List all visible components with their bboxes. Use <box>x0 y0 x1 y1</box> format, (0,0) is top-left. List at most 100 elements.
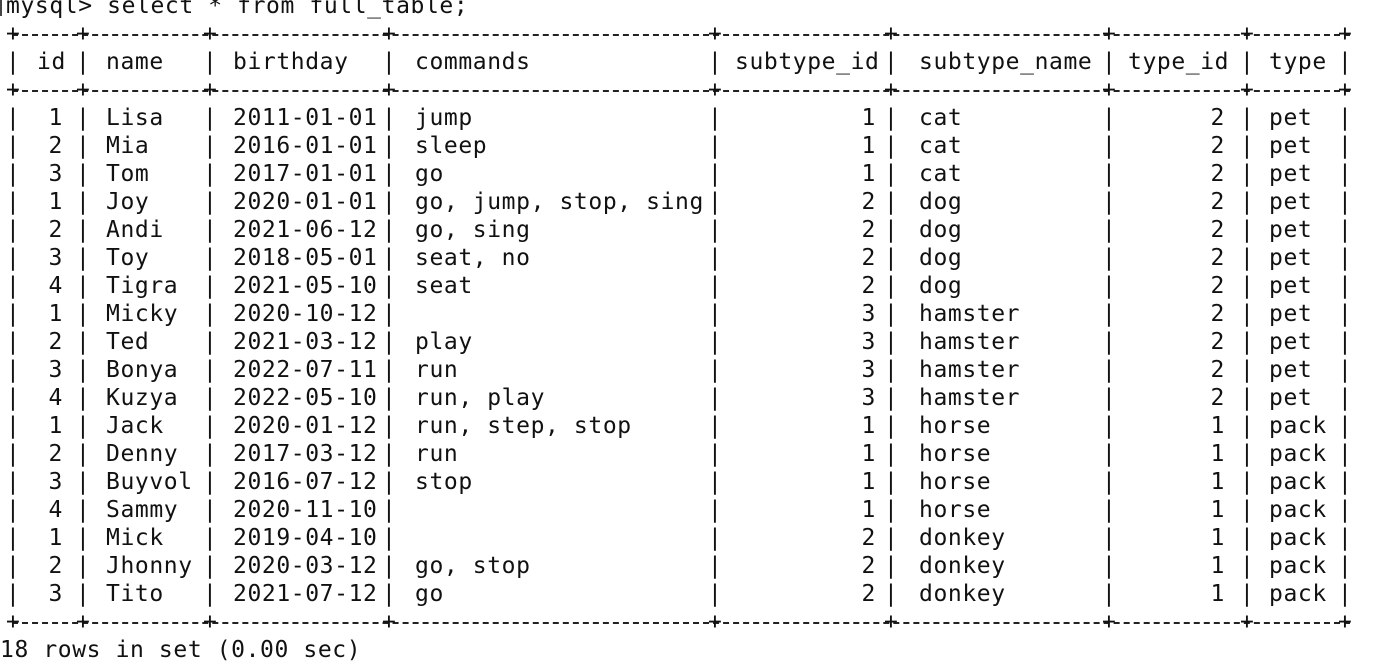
cell-subtype-name: donkey <box>919 581 1006 607</box>
column-divider: | <box>1240 245 1255 271</box>
cell-type: pack <box>1269 413 1327 439</box>
column-divider: | <box>382 581 397 607</box>
column-divider: | <box>6 105 21 131</box>
cell-subtype-id: 1 <box>861 497 876 523</box>
cell-id: 3 <box>48 161 63 187</box>
column-divider: | <box>708 161 723 187</box>
column-divider: | <box>1102 133 1117 159</box>
cell-name: Lisa <box>106 105 164 131</box>
cell-type-id: 1 <box>1210 525 1225 551</box>
column-divider: | <box>1102 161 1117 187</box>
column-divider: | <box>1240 49 1255 75</box>
column-divider: | <box>6 357 21 383</box>
column-divider: | <box>76 217 91 243</box>
cell-birthday: 2021-07-12 <box>233 581 378 607</box>
cell-name: Jhonny <box>106 553 193 579</box>
cell-subtype-id: 2 <box>861 189 876 215</box>
cell-id: 2 <box>48 553 63 579</box>
column-divider: | <box>76 413 91 439</box>
column-divider: | <box>1240 497 1255 523</box>
column-divider: | <box>1102 469 1117 495</box>
cell-name: Ted <box>106 329 150 355</box>
column-divider: | <box>708 469 723 495</box>
cell-birthday: 2021-03-12 <box>233 329 378 355</box>
table-corner: + <box>203 21 218 47</box>
column-divider: | <box>382 301 397 327</box>
column-divider: | <box>76 49 91 75</box>
column-divider: | <box>382 273 397 299</box>
table-corner: + <box>76 21 91 47</box>
column-divider: | <box>1240 161 1255 187</box>
cell-birthday: 2020-03-12 <box>233 553 378 579</box>
column-divider: | <box>203 49 218 75</box>
column-divider: | <box>76 161 91 187</box>
column-divider: | <box>382 133 397 159</box>
table-corner: + <box>1240 77 1255 103</box>
table-corner: + <box>708 609 723 635</box>
cell-subtype-id: 3 <box>861 301 876 327</box>
column-divider: | <box>1338 497 1353 523</box>
column-divider: | <box>203 469 218 495</box>
column-divider: | <box>708 413 723 439</box>
column-divider: | <box>708 497 723 523</box>
cell-subtype-name: horse <box>919 469 992 495</box>
cell-birthday: 2020-10-12 <box>233 301 378 327</box>
column-divider: | <box>1338 105 1353 131</box>
column-divider: | <box>203 441 218 467</box>
cell-subtype-name: horse <box>919 497 992 523</box>
header-commands: commands <box>415 49 531 75</box>
column-divider: | <box>1102 413 1117 439</box>
cell-birthday: 2020-01-01 <box>233 189 378 215</box>
cell-subtype-name: dog <box>919 189 963 215</box>
column-divider: | <box>1338 329 1353 355</box>
column-divider: | <box>708 49 723 75</box>
column-divider: | <box>708 189 723 215</box>
column-divider: | <box>76 301 91 327</box>
cell-birthday: 2019-04-10 <box>233 525 378 551</box>
column-divider: | <box>76 469 91 495</box>
cell-name: Micky <box>106 301 179 327</box>
column-divider: | <box>884 497 899 523</box>
column-divider: | <box>1102 105 1117 131</box>
column-divider: | <box>1102 357 1117 383</box>
cell-birthday: 2017-03-12 <box>233 441 378 467</box>
column-divider: | <box>6 553 21 579</box>
column-divider: | <box>76 133 91 159</box>
column-divider: | <box>884 525 899 551</box>
column-divider: | <box>76 525 91 551</box>
column-divider: | <box>708 581 723 607</box>
column-divider: | <box>6 581 21 607</box>
column-divider: | <box>1338 581 1353 607</box>
result-footer: 18 rows in set (0.00 sec) <box>0 637 362 663</box>
column-divider: | <box>76 357 91 383</box>
column-divider: | <box>708 441 723 467</box>
cell-name: Bonya <box>106 357 179 383</box>
column-divider: | <box>203 273 218 299</box>
column-divider: | <box>1102 49 1117 75</box>
command-prompt: mysql> select * from full_table; <box>6 0 469 19</box>
column-divider: | <box>708 273 723 299</box>
column-divider: | <box>1338 469 1353 495</box>
column-divider: | <box>1240 273 1255 299</box>
cell-subtype-id: 1 <box>861 161 876 187</box>
cell-type-id: 1 <box>1210 469 1225 495</box>
cell-subtype-id: 3 <box>861 357 876 383</box>
column-divider: | <box>203 385 218 411</box>
cell-birthday: 2016-07-12 <box>233 469 378 495</box>
column-divider: | <box>708 301 723 327</box>
column-divider: | <box>76 273 91 299</box>
cell-id: 3 <box>48 357 63 383</box>
cell-subtype-id: 2 <box>861 245 876 271</box>
column-divider: | <box>203 413 218 439</box>
cell-subtype-id: 1 <box>861 133 876 159</box>
cell-birthday: 2020-01-12 <box>233 413 378 439</box>
cell-name: Joy <box>106 189 150 215</box>
cell-type-id: 1 <box>1210 553 1225 579</box>
column-divider: | <box>382 525 397 551</box>
